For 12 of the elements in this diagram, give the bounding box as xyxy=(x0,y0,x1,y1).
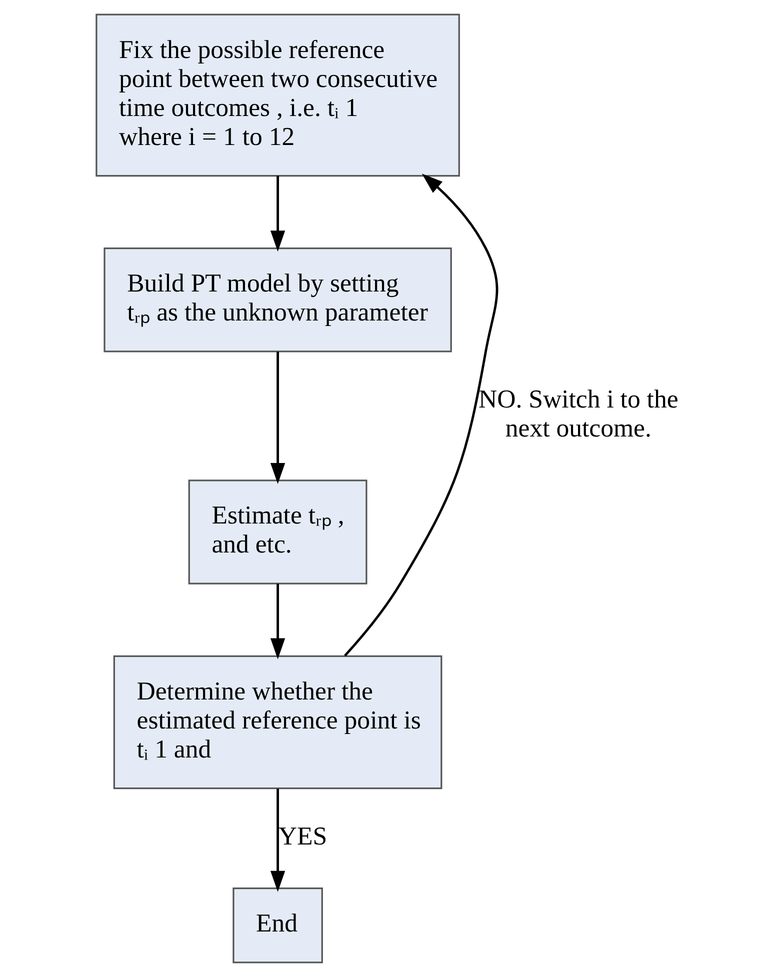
arrow xyxy=(270,352,286,484)
node-box: End xyxy=(232,887,323,964)
arrow xyxy=(270,788,286,892)
arrow xyxy=(270,584,286,660)
node-box: Build PT model by setting tᵣₚ as the unknown parameter xyxy=(104,248,452,352)
arrow xyxy=(270,176,286,252)
node-box: Fix the possible reference point between two consecutive time outcomes , i.e. tᵢ 1 where i = 1 to 12 xyxy=(96,14,460,177)
edge-label: YES xyxy=(278,821,328,850)
arrow xyxy=(344,174,498,656)
node-box: Determine whether the estimated reference point is tᵢ 1 and xyxy=(113,655,442,790)
edge-label: NO. Switch i to the next outcome. xyxy=(478,384,678,443)
node-box: Estimate tᵣₚ , and etc. xyxy=(188,480,368,584)
